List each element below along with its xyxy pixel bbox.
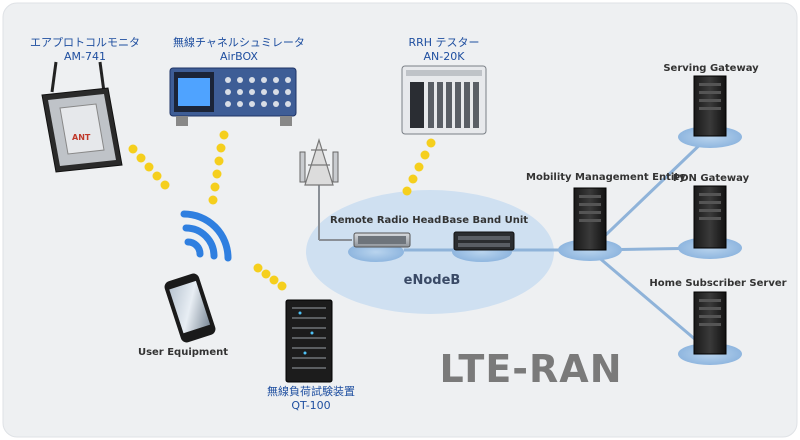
bbu-label: Base Band Unit (441, 215, 529, 226)
mme-label: Mobility Management Entity (526, 172, 686, 183)
svg-text:ANT: ANT (72, 133, 91, 142)
wifi-signal-icon (180, 210, 232, 262)
rrh-tester-name: RRH テスター (408, 36, 480, 49)
channel-simulator-label: 無線チャネルシュミレータ AirBOX (164, 36, 314, 64)
user-equipment-phone (164, 273, 216, 343)
rrh-label: Remote Radio Head (330, 215, 442, 226)
diagram-title: LTE-RAN (439, 347, 623, 391)
protocol-monitor-model: AM-741 (64, 50, 106, 63)
protocol-monitor-name: エアプロトコルモニタ (30, 36, 140, 49)
base-band-unit-device (453, 231, 515, 251)
rrh-tester-label: RRH テスター AN-20K (394, 36, 494, 64)
load-tester-label: 無線負荷試験装置 QT-100 (254, 385, 368, 413)
channel-simulator-device (169, 67, 297, 126)
ue-label: User Equipment (137, 347, 229, 358)
protocol-monitor-label: エアプロトコルモニタ AM-741 (18, 36, 152, 64)
hss-label: Home Subscriber Server (649, 278, 787, 289)
enodeb-label: eNodeB (403, 273, 461, 288)
pgw-server (693, 185, 727, 249)
sgw-label: Serving Gateway (663, 63, 759, 74)
hss-server (693, 291, 727, 355)
air-protocol-monitor-device: ANT (41, 61, 123, 173)
signal-dots (128, 130, 436, 291)
remote-radio-head-device (353, 232, 411, 248)
load-tester-device (285, 299, 333, 383)
rrh-tester-device (401, 65, 487, 135)
rrh-tester-model: AN-20K (423, 50, 465, 63)
mme-server (573, 187, 607, 251)
antenna-tower (299, 137, 352, 241)
enodeb-ellipse (306, 190, 554, 314)
pgw-label: PDN Gateway (672, 173, 750, 184)
channel-simulator-model: AirBOX (220, 50, 258, 63)
load-tester-model: QT-100 (291, 399, 331, 412)
sgw-server (693, 75, 727, 137)
load-tester-name: 無線負荷試験装置 (267, 385, 355, 398)
channel-simulator-name: 無線チャネルシュミレータ (173, 36, 305, 49)
